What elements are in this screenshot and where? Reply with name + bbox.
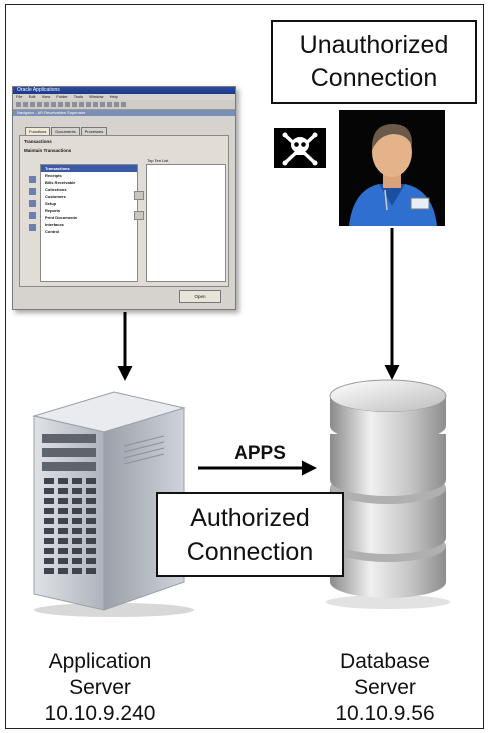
toolbar-icon: [58, 102, 63, 107]
authorized-line1: Authorized: [190, 504, 310, 532]
navigator-subtitle: Navigator - AR Receivables Superuser: [13, 110, 235, 116]
list-item: Interfaces: [45, 222, 64, 227]
list-item: Print Documents: [45, 215, 78, 220]
toolbar-icon: [79, 102, 84, 107]
top-ten-label: Top Ten List: [147, 158, 169, 163]
toolbar-icon: [72, 102, 77, 107]
move-right-button: [134, 191, 144, 200]
toolbar-icon: [37, 102, 42, 107]
toolbar-icon: [93, 102, 98, 107]
oracle-applications-window: Oracle Applications File Edit View Folde…: [12, 86, 236, 310]
side-icon: [29, 176, 36, 183]
unauthorized-connection-box: Unauthorized Connection: [271, 20, 477, 104]
list-item: Bills Receivable: [45, 180, 76, 185]
open-button: Open: [179, 290, 221, 303]
tab-processes: Processes: [80, 127, 108, 135]
toolbar-icon: [121, 102, 126, 107]
list-item: Collections: [45, 187, 67, 192]
list-item: Customers: [45, 194, 66, 199]
toolbar-icon: [23, 102, 28, 107]
list-item: Transactions: [41, 165, 137, 172]
list-item: Reports: [45, 208, 61, 213]
menu-item: File: [16, 94, 23, 99]
authorized-line2: Connection: [186, 538, 314, 566]
navigator-panel: Transactions Maintain Transactions Top T…: [19, 135, 229, 287]
app-server-label-line1: Application: [48, 650, 152, 673]
panel-heading: Transactions: [24, 139, 52, 144]
list-item: Setup: [45, 201, 57, 206]
move-left-button: [134, 211, 144, 220]
function-list: Transactions Receipts Bills Receivable C…: [40, 164, 138, 282]
menu-item: Help: [109, 94, 118, 99]
app-server-ip: 10.10.9.240: [44, 702, 156, 725]
top-ten-list: [146, 164, 226, 282]
menu-item: Folder: [56, 94, 68, 99]
menu-item: Edit: [28, 94, 36, 99]
list-item: Receipts: [45, 173, 62, 178]
side-icon: [29, 188, 36, 195]
toolbar-icon: [65, 102, 70, 107]
navigator-tabs: Functions Documents Processes: [25, 127, 108, 135]
side-icon: [29, 212, 36, 219]
db-server-ip: 10.10.9.56: [335, 702, 435, 725]
db-server-label-line1: Database: [340, 650, 430, 673]
side-icon: [29, 200, 36, 207]
toolbar-icon: [51, 102, 56, 107]
authorized-connection-box: Authorized Connection: [156, 492, 344, 577]
tab-functions: Functions: [25, 127, 51, 135]
unauthorized-line1: Unauthorized: [299, 31, 449, 59]
apps-label: APPS: [234, 443, 286, 464]
toolbar-icon: [30, 102, 35, 107]
menu-item: Tools: [73, 94, 84, 99]
toolbar-icon: [16, 102, 21, 107]
db-server-label-line2: Server: [354, 676, 416, 699]
toolbar-icon: [114, 102, 119, 107]
skull-crossbones-icon: [274, 128, 326, 168]
toolbar-icon: [100, 102, 105, 107]
unauthorized-line2: Connection: [310, 64, 438, 92]
side-icon: [29, 224, 36, 231]
diagram-border: [5, 4, 484, 729]
toolbar-icon: [44, 102, 49, 107]
window-titlebar: Oracle Applications: [13, 87, 235, 94]
window-menubar: File Edit View Folder Tools Window Help: [13, 94, 235, 100]
tab-documents: Documents: [51, 127, 80, 135]
person-icon: [339, 110, 445, 226]
toolbar-icon: [86, 102, 91, 107]
window-toolbar: [13, 100, 235, 110]
app-server-label-line2: Server: [69, 676, 131, 699]
menu-item: View: [41, 94, 51, 99]
menu-item: Window: [89, 94, 104, 99]
panel-subheading: Maintain Transactions: [24, 148, 72, 153]
toolbar-icon: [107, 102, 112, 107]
database-icon: [326, 379, 450, 609]
list-item: Control: [45, 229, 60, 234]
